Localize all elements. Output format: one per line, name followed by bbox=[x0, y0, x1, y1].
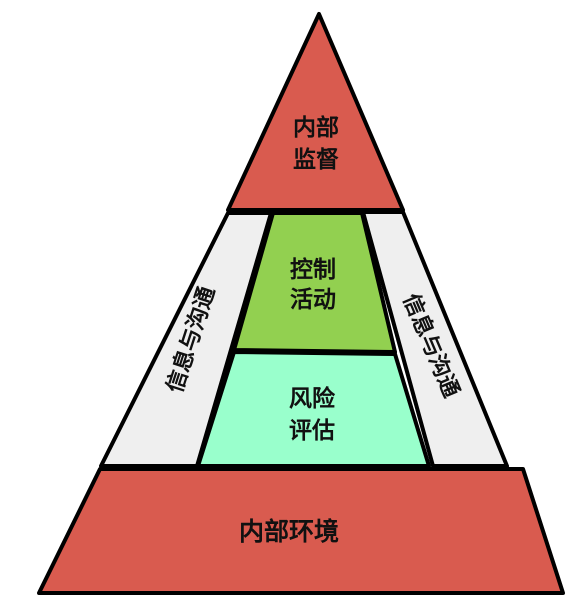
base-layer bbox=[37, 467, 565, 595]
risk-label-line2: 评估 bbox=[289, 418, 335, 444]
top-layer bbox=[226, 12, 405, 212]
risk-label-line1: 风险 bbox=[289, 385, 336, 412]
top-label-line2: 监督 bbox=[293, 147, 339, 173]
risk-layer bbox=[196, 350, 431, 468]
base-label: 内部环境 bbox=[239, 517, 339, 546]
control-label-line2: 活动 bbox=[290, 287, 336, 313]
top-label-line1: 内部 bbox=[293, 114, 339, 141]
control-label-line1: 控制 bbox=[290, 256, 336, 283]
